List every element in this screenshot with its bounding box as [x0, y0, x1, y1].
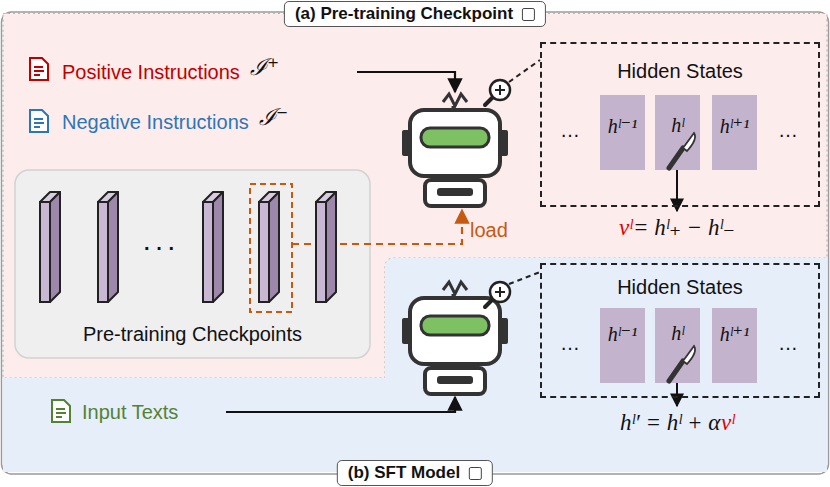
instruction-label: Negative Instructions	[62, 110, 249, 134]
heading-box: (a) Pre-training Checkpoint	[284, 1, 546, 27]
cell-fill	[600, 95, 645, 170]
formula: = hˡ₊ − hˡ₋	[633, 214, 735, 242]
input-arrow	[357, 72, 455, 92]
panel-heading: (b) SFT Model	[348, 462, 460, 484]
formula: vˡ	[619, 214, 632, 242]
magnifier-icon	[485, 282, 510, 307]
ellipsis: …	[560, 331, 580, 355]
hidden-state-cell: hˡ	[655, 95, 700, 170]
checkbox-mark	[522, 8, 535, 21]
magnifier-icon	[485, 80, 510, 105]
checkpoint-slab	[203, 192, 223, 302]
box-title: Hidden States	[617, 60, 743, 83]
hidden-state-cell: hˡ⁺¹	[712, 308, 757, 383]
hidden-state-label: hˡ	[671, 322, 684, 345]
hidden-state-label: hˡ⁺¹	[720, 322, 749, 346]
math-symbol: ℐ⁻	[259, 104, 288, 132]
load-label: load	[470, 218, 508, 242]
instruction-label: Positive Instructions	[62, 60, 240, 84]
checkpoint-slab	[316, 192, 336, 302]
outer-frame	[2, 12, 829, 474]
heading-box: (b) SFT Model	[337, 460, 493, 486]
input-label: Input Texts	[82, 400, 178, 424]
checkbox-mark	[469, 467, 482, 480]
checkpoint-box-fill	[15, 170, 370, 358]
hidden-state-label: hˡ⁻¹	[608, 114, 637, 138]
zoom-line	[509, 60, 540, 82]
extract-arrow	[676, 170, 678, 211]
box-title: Hidden States	[617, 276, 743, 299]
ellipsis: …	[778, 331, 798, 355]
cell-fill	[655, 308, 700, 383]
scalpel-icon	[669, 133, 695, 168]
hidden-state-cell: hˡ⁻¹	[600, 308, 645, 383]
sft-panel: hˡ⁻¹hˡhˡ⁺¹Hidden States(b) SFT Model	[2, 258, 828, 472]
document-icon	[30, 58, 48, 80]
steer-arrow	[676, 383, 678, 406]
formula: hˡ′ = hˡ + α	[620, 409, 720, 437]
hidden-state-label: hˡ⁻¹	[608, 322, 637, 346]
ellipsis: · · ·	[144, 236, 175, 260]
box-title: Pre-training Checkpoints	[83, 323, 302, 346]
document-icon	[52, 400, 70, 422]
hidden-state-cell: hˡ⁺¹	[712, 95, 757, 170]
cell-fill	[712, 95, 757, 170]
hidden-states-box: hˡ⁻¹ hˡ hˡ⁺¹ Hidden States	[540, 263, 820, 398]
math-symbol: ℐ⁺	[250, 54, 279, 82]
scalpel-icon	[669, 346, 695, 381]
formula: vˡ	[721, 409, 734, 437]
robot-icon	[402, 94, 508, 206]
checkpoint-slab	[259, 192, 279, 302]
document-icon	[30, 110, 48, 132]
cell-fill	[712, 308, 757, 383]
zoom-line	[509, 272, 540, 284]
checkpoint-box: Pre-training Checkpoints	[15, 170, 370, 358]
ellipsis: …	[778, 118, 798, 142]
hidden-state-label: hˡ	[671, 114, 684, 137]
hidden-state-label: hˡ⁺¹	[720, 114, 749, 138]
cell-fill	[600, 308, 645, 383]
panel-heading: (a) Pre-training Checkpoint	[295, 3, 513, 25]
checkpoint-slab	[40, 192, 60, 302]
hidden-state-cell: hˡ	[655, 308, 700, 383]
ellipsis: …	[560, 118, 580, 142]
selected-checkpoint	[250, 184, 292, 312]
checkpoint-slab	[98, 192, 118, 302]
cell-fill	[655, 95, 700, 170]
hidden-state-cell: hˡ⁻¹	[600, 95, 645, 170]
input-arrow	[226, 397, 455, 412]
